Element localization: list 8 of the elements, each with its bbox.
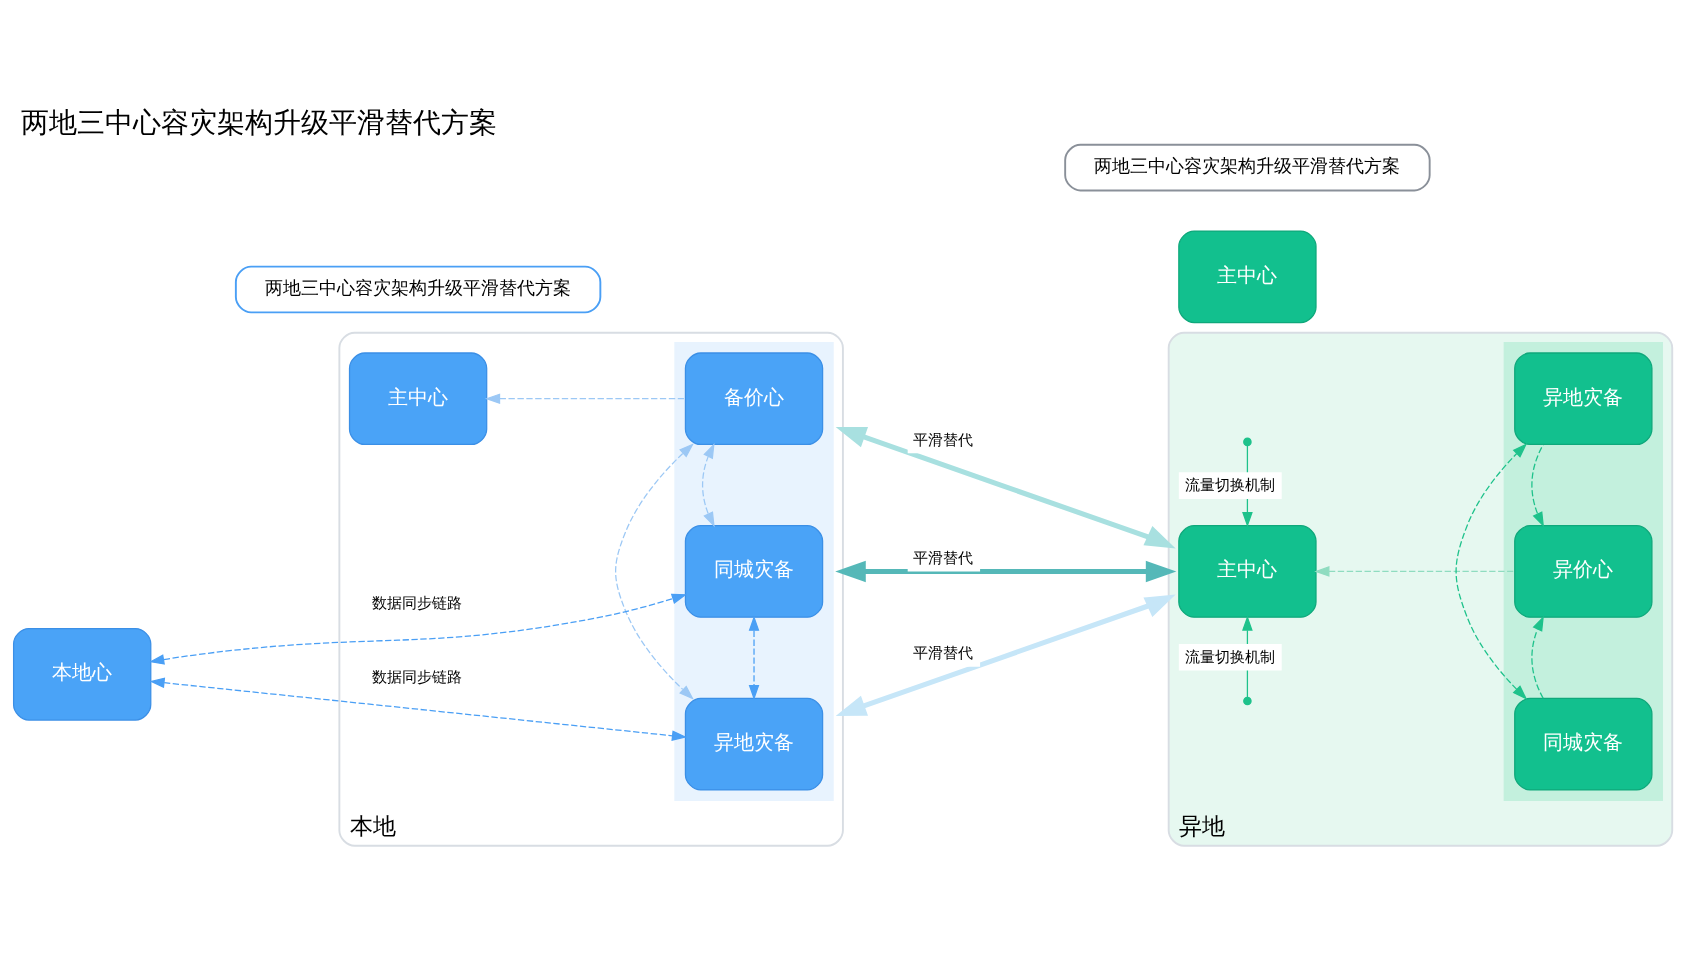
- edge-label: 平滑替代: [913, 643, 974, 662]
- edge-label: 流量切换机制: [1184, 647, 1275, 666]
- edge-label: 平滑替代: [913, 430, 974, 449]
- edge-label: 数据同步链路: [372, 668, 463, 687]
- edge-label: 平滑替代: [913, 548, 974, 567]
- diagram-title: 两地三中心容灾架构升级平滑替代方案: [20, 105, 497, 139]
- edge-label: 数据同步链路: [372, 594, 463, 613]
- edge-label: 流量切换机制: [1184, 476, 1275, 495]
